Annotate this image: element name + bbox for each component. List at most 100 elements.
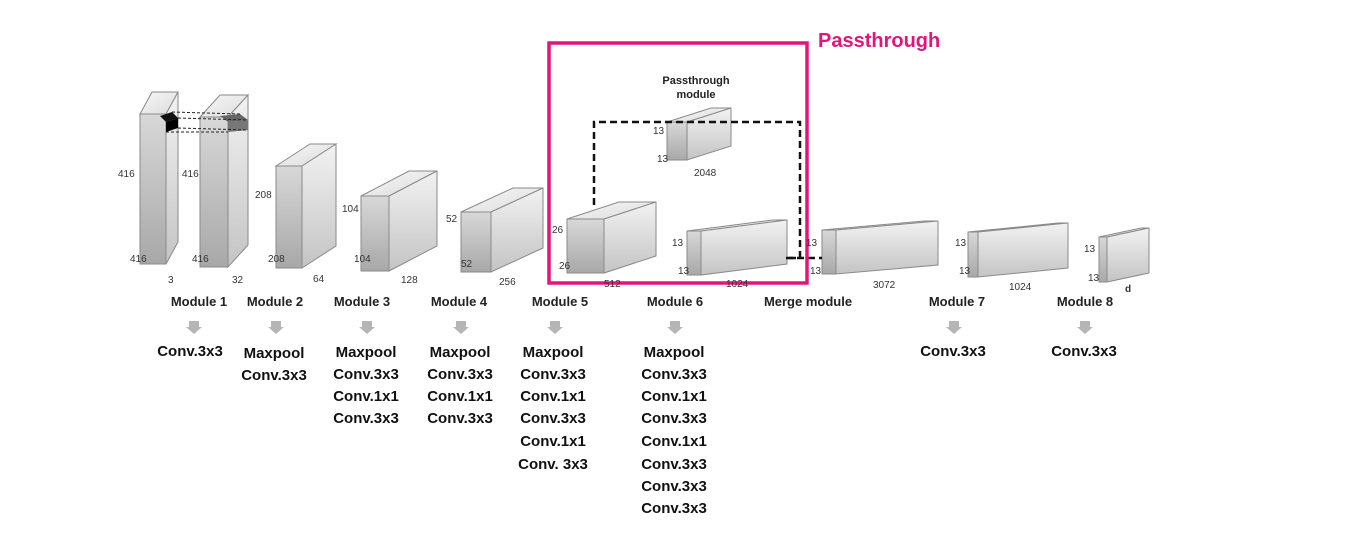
op-label: Conv.1x1 bbox=[641, 433, 707, 450]
feature-map-block-m8 bbox=[1098, 227, 1150, 283]
feature-map-block-m1 bbox=[139, 91, 179, 265]
op-label: Conv.3x3 bbox=[641, 456, 707, 473]
feature-map-block-merge bbox=[821, 220, 939, 275]
dim-label: 128 bbox=[401, 275, 418, 286]
kernel-connector bbox=[160, 111, 249, 133]
operation-lists: Conv.3x3 Maxpool Conv.3x3 Maxpool Conv.3… bbox=[157, 343, 1117, 517]
passthrough-module-title-line1: Passthrough bbox=[662, 75, 730, 87]
down-arrow-icon bbox=[1077, 321, 1093, 334]
op-label: Conv. 3x3 bbox=[518, 456, 588, 473]
op-label: Maxpool bbox=[644, 344, 705, 361]
down-arrow-icon bbox=[547, 321, 563, 334]
dim-label: 13 bbox=[657, 154, 669, 165]
down-arrow-icon bbox=[186, 321, 202, 334]
op-label: Maxpool bbox=[244, 345, 305, 362]
down-arrow-icon bbox=[667, 321, 683, 334]
op-label: Conv.1x1 bbox=[520, 433, 586, 450]
dim-label: 13 bbox=[1084, 244, 1096, 255]
dim-label: 52 bbox=[446, 214, 458, 225]
passthrough-route bbox=[592, 120, 822, 260]
dimension-labels: 416 416 3 416 416 32 208 208 64 104 104 … bbox=[118, 126, 1131, 295]
op-label: Conv.3x3 bbox=[520, 410, 586, 427]
dim-label: 26 bbox=[559, 261, 571, 272]
dim-label: 208 bbox=[268, 254, 285, 265]
feature-map-block-m2 bbox=[198, 93, 250, 269]
dim-label: 64 bbox=[313, 274, 325, 285]
op-label: Conv.1x1 bbox=[427, 388, 493, 405]
dim-label: 1024 bbox=[1009, 282, 1032, 293]
op-label: Conv.1x1 bbox=[641, 388, 707, 405]
module-title: Module 5 bbox=[532, 294, 588, 309]
dim-label: 416 bbox=[192, 254, 209, 265]
dim-label: 3072 bbox=[873, 280, 896, 291]
dim-label: 208 bbox=[255, 190, 272, 201]
down-arrow-icon bbox=[359, 321, 375, 334]
feature-map-block-m6b bbox=[686, 219, 788, 276]
dim-label: 104 bbox=[354, 254, 371, 265]
down-arrow-icon bbox=[946, 321, 962, 334]
feature-map-block-m7 bbox=[967, 222, 1069, 278]
op-label: Maxpool bbox=[430, 344, 491, 361]
op-label: Maxpool bbox=[336, 344, 397, 361]
dim-label: d bbox=[1125, 284, 1131, 295]
module-title: Module 3 bbox=[334, 294, 390, 309]
feature-map-block-m3 bbox=[274, 143, 338, 269]
passthrough-label: Passthrough bbox=[818, 30, 940, 52]
dim-label: 13 bbox=[1088, 273, 1100, 284]
op-label: Conv.3x3 bbox=[641, 500, 707, 517]
dim-label: 416 bbox=[118, 169, 135, 180]
dim-label: 3 bbox=[168, 275, 174, 286]
dim-label: 13 bbox=[653, 126, 665, 137]
feature-map-block-m4 bbox=[360, 170, 438, 272]
op-label: Conv.3x3 bbox=[333, 410, 399, 427]
dim-label: 26 bbox=[552, 225, 564, 236]
module-title: Merge module bbox=[764, 294, 852, 309]
dim-label: 13 bbox=[672, 238, 684, 249]
op-label: Conv.3x3 bbox=[157, 343, 223, 360]
module-arrows bbox=[186, 321, 1093, 334]
passthrough-highlight-box bbox=[547, 41, 809, 285]
op-label: Conv.3x3 bbox=[1051, 343, 1117, 360]
module-title: Module 6 bbox=[647, 294, 703, 309]
passthrough-module-title-line2: module bbox=[676, 89, 715, 101]
feature-map-block-m6 bbox=[566, 201, 657, 274]
dim-label: 13 bbox=[806, 238, 818, 249]
down-arrow-icon bbox=[453, 321, 469, 334]
dim-label: 104 bbox=[342, 204, 359, 215]
dim-label: 13 bbox=[955, 238, 967, 249]
op-label: Conv.3x3 bbox=[920, 343, 986, 360]
dim-label: 32 bbox=[232, 275, 244, 286]
feature-map-blocks bbox=[139, 91, 1150, 283]
dim-label: 1024 bbox=[726, 279, 749, 290]
feature-map-block-m5 bbox=[460, 187, 544, 273]
op-label: Conv.1x1 bbox=[520, 388, 586, 405]
down-arrow-icon bbox=[268, 321, 284, 334]
op-label: Conv.3x3 bbox=[427, 410, 493, 427]
op-label: Conv.3x3 bbox=[241, 367, 307, 384]
module-titles: Module 1 Module 2 Module 3 Module 4 Modu… bbox=[171, 294, 1113, 309]
dim-label: 416 bbox=[182, 169, 199, 180]
dim-label: 13 bbox=[678, 266, 690, 277]
feature-map-block-pt bbox=[666, 107, 732, 161]
op-label: Conv.3x3 bbox=[641, 366, 707, 383]
dim-label: 256 bbox=[499, 277, 516, 288]
op-label: Conv.3x3 bbox=[520, 366, 586, 383]
module-title: Module 7 bbox=[929, 294, 985, 309]
op-label: Conv.3x3 bbox=[641, 410, 707, 427]
module-title: Module 8 bbox=[1057, 294, 1113, 309]
op-label: Conv.3x3 bbox=[641, 478, 707, 495]
module-title: Module 2 bbox=[247, 294, 303, 309]
op-label: Conv.3x3 bbox=[427, 366, 493, 383]
dim-label: 13 bbox=[959, 266, 971, 277]
module-title: Module 4 bbox=[431, 294, 488, 309]
op-label: Maxpool bbox=[523, 344, 584, 361]
dim-label: 416 bbox=[130, 254, 147, 265]
dim-label: 2048 bbox=[694, 168, 717, 179]
dim-label: 512 bbox=[604, 279, 621, 290]
module-title: Module 1 bbox=[171, 294, 227, 309]
op-label: Conv.3x3 bbox=[333, 366, 399, 383]
dim-label: 13 bbox=[810, 266, 822, 277]
op-label: Conv.1x1 bbox=[333, 388, 399, 405]
dim-label: 52 bbox=[461, 259, 473, 270]
